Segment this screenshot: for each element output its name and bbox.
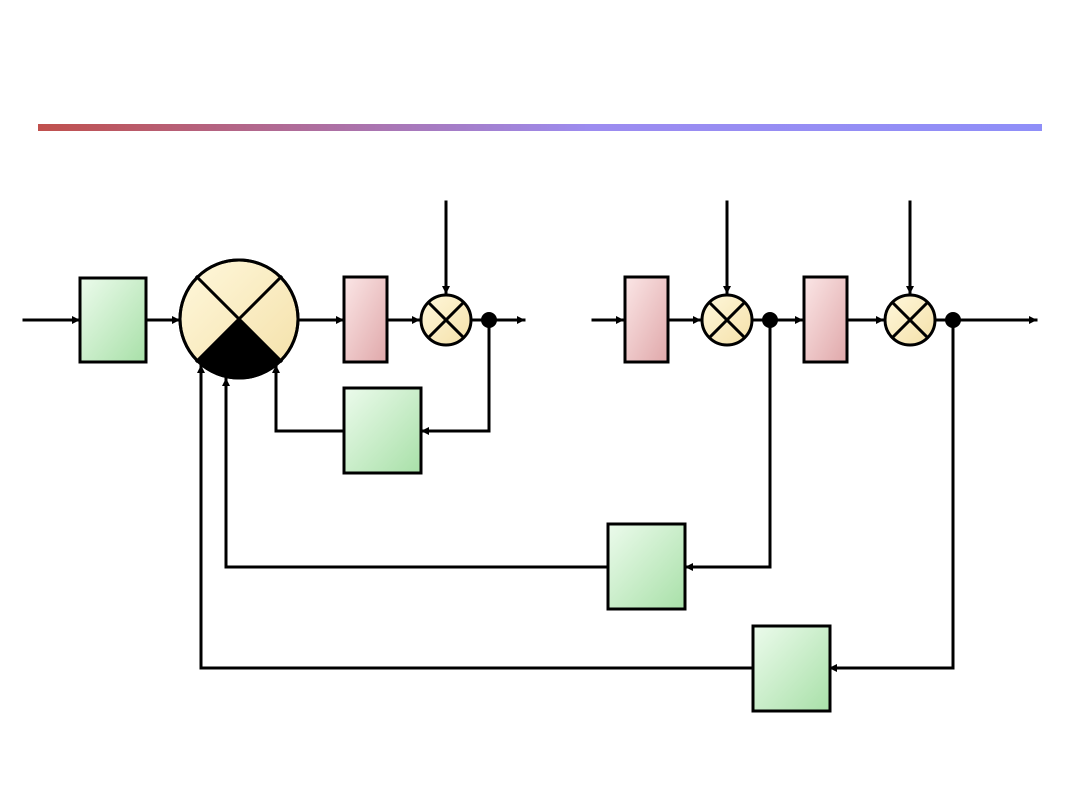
middle-feedback-wire-b	[222, 377, 610, 569]
controller-block-4	[751, 624, 832, 713]
plant-block-2	[623, 275, 670, 364]
outer-feedback-wire-a	[828, 318, 955, 672]
disturbance-junction-1	[419, 293, 473, 347]
plant-block-3	[802, 275, 849, 364]
disturbance-junction-2	[700, 293, 754, 347]
outer-feedback-wire-b	[197, 364, 755, 670]
middle-feedback-wire-a	[684, 318, 772, 571]
main-comparator-junction	[178, 258, 300, 380]
plant-block-1	[342, 275, 389, 364]
controller-block-2	[342, 386, 423, 475]
inner-feedback-wire-a	[420, 318, 491, 435]
inner-feedback-wire-b	[272, 364, 346, 433]
controller-block-3	[606, 522, 687, 611]
disturbance-junction-3	[883, 293, 937, 347]
header-rule	[38, 124, 1042, 131]
comparator-dark-sector	[197, 319, 281, 379]
controller-block-1	[78, 276, 148, 364]
